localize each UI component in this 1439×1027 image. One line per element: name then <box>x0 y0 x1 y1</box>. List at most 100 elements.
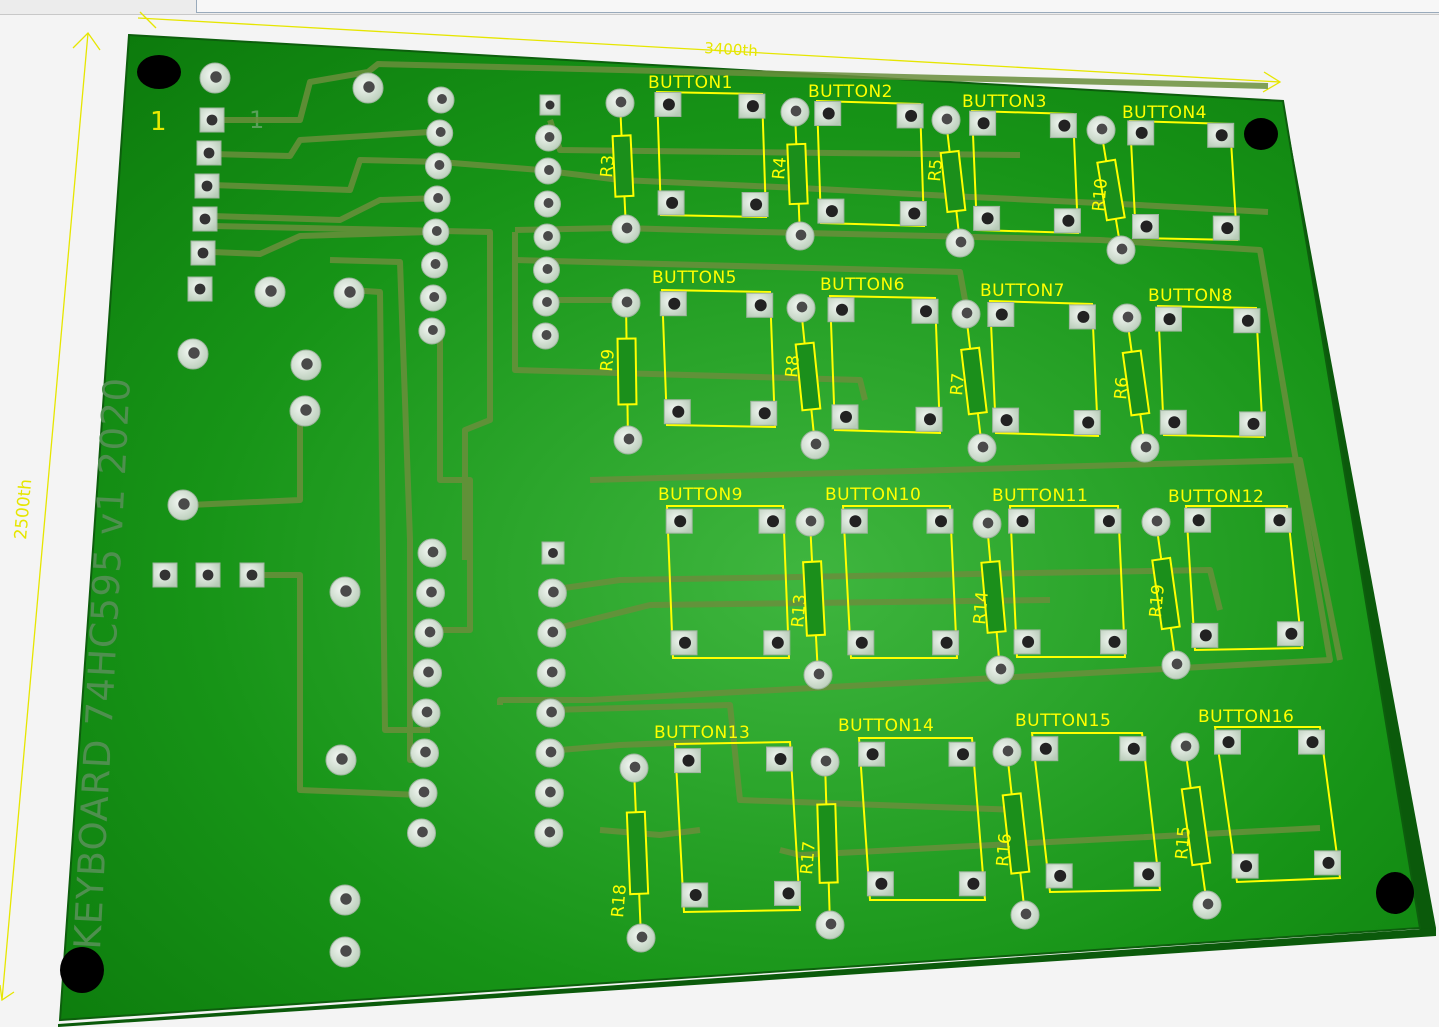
button-pad <box>896 103 924 129</box>
resistor-r14[interactable]: R14 <box>970 523 1007 671</box>
button-pad <box>948 741 976 767</box>
pushbutton-16[interactable]: BUTTON16 <box>1198 707 1342 884</box>
button-pad <box>926 508 954 534</box>
button-pad <box>1068 304 1096 330</box>
via-pad <box>329 576 361 608</box>
resistor-r13[interactable]: R13 <box>788 521 826 676</box>
button-pad <box>1155 306 1182 332</box>
resistor-pad <box>992 737 1022 767</box>
resistor-r10[interactable]: R10 <box>1089 129 1126 251</box>
pushbutton-12[interactable]: BUTTON12 <box>1168 487 1304 652</box>
button-pad <box>1094 508 1122 534</box>
button-pad <box>763 630 791 656</box>
button-pad <box>674 748 701 774</box>
pushbutton-2[interactable]: BUTTON2 <box>808 82 927 228</box>
resistor-pad <box>786 293 816 323</box>
resistor-r7[interactable]: R7 <box>947 313 988 449</box>
resistor-r9[interactable]: R9 <box>597 302 638 441</box>
resistor-label: R7 <box>947 372 969 396</box>
header-pin <box>152 562 178 588</box>
resistor-r5[interactable]: R5 <box>925 119 967 244</box>
button-pad <box>831 404 859 430</box>
ic-pin <box>534 818 564 848</box>
pushbutton-14[interactable]: BUTTON14 <box>838 716 987 901</box>
resistor-pad <box>611 288 641 318</box>
header-pin <box>190 240 216 266</box>
pushbutton-11[interactable]: BUTTON11 <box>992 486 1127 658</box>
pushbutton-4[interactable]: BUTTON4 <box>1122 103 1240 242</box>
resistor-pad <box>1086 115 1116 145</box>
button-pad <box>738 93 766 119</box>
ic-pin <box>427 86 455 114</box>
resistor-r16[interactable]: R16 <box>993 751 1031 916</box>
pushbutton-10[interactable]: BUTTON10 <box>825 485 960 659</box>
pushbutton-6[interactable]: BUTTON6 <box>820 275 943 435</box>
pushbutton-7[interactable]: BUTTON7 <box>980 281 1101 438</box>
resistor-label: R18 <box>608 883 631 918</box>
resistor-pad <box>1010 900 1040 930</box>
button-pad <box>1013 629 1041 655</box>
header-pin <box>187 276 213 302</box>
button-pad <box>1214 729 1241 755</box>
resistor-r3[interactable]: R3 <box>597 102 635 230</box>
ic-pin <box>537 578 567 608</box>
resistor-r8[interactable]: R8 <box>782 307 822 446</box>
button-pad <box>1045 863 1073 889</box>
header-pin <box>195 562 221 588</box>
pushbutton-1[interactable]: BUTTON1 <box>648 73 769 219</box>
resistor-pad <box>1192 890 1222 920</box>
resistor-label: R9 <box>597 348 619 372</box>
header-pin <box>192 206 218 232</box>
via-pad <box>167 489 199 521</box>
button-pad <box>1233 308 1261 334</box>
resistor-r15[interactable]: R15 <box>1172 746 1212 906</box>
board-edge-bottom <box>58 928 1436 1027</box>
pushbutton-9[interactable]: BUTTON9 <box>658 485 791 659</box>
button-pad <box>817 198 845 224</box>
pushbutton-5[interactable]: BUTTON5 <box>652 268 778 429</box>
button-label: BUTTON6 <box>820 275 905 295</box>
resistor-pad <box>785 221 815 251</box>
button-pad <box>1159 409 1187 435</box>
button-pad <box>1276 621 1304 647</box>
resistor-label: R10 <box>1089 177 1112 212</box>
button-pad <box>1264 507 1292 533</box>
via-pad <box>352 72 384 104</box>
resistor-r19[interactable]: R19 <box>1146 521 1181 666</box>
via-pad <box>177 338 209 370</box>
pushbutton-15[interactable]: BUTTON15 <box>1015 711 1162 894</box>
button-label: BUTTON8 <box>1148 286 1233 306</box>
button-pad <box>987 302 1015 327</box>
pushbutton-13[interactable]: BUTTON13 <box>654 723 802 914</box>
button-pad <box>654 92 682 117</box>
button-label: BUTTON14 <box>838 716 934 736</box>
ic-pin <box>532 289 560 317</box>
button-pad <box>657 190 685 216</box>
button-pad <box>758 508 786 534</box>
ic-pin <box>407 818 436 848</box>
resistor-r17[interactable]: R17 <box>797 761 839 926</box>
resistor-pad <box>619 753 649 783</box>
resistor-r6[interactable]: R6 <box>1111 317 1151 449</box>
resistor-pad <box>951 299 981 329</box>
resistor-r4[interactable]: R4 <box>769 111 809 237</box>
resistor-r18[interactable]: R18 <box>608 767 650 939</box>
ic-pin <box>541 541 565 565</box>
header-pin <box>196 140 222 166</box>
button-pad <box>858 741 886 767</box>
window-top-strip <box>0 0 1439 15</box>
window-tab[interactable] <box>196 0 1439 13</box>
button-pad <box>840 508 868 534</box>
pushbutton-8[interactable]: BUTTON8 <box>1148 286 1266 439</box>
button-pad <box>1239 411 1266 437</box>
resistor-pad <box>613 425 643 455</box>
pushbutton-3[interactable]: BUTTON3 <box>962 92 1081 235</box>
resistor-pad <box>800 430 830 460</box>
resistor-pad <box>985 655 1015 685</box>
resistor-pad <box>605 88 635 118</box>
ic-pin <box>535 738 565 768</box>
resistor-label: R8 <box>782 354 804 378</box>
header-pin <box>239 562 265 588</box>
